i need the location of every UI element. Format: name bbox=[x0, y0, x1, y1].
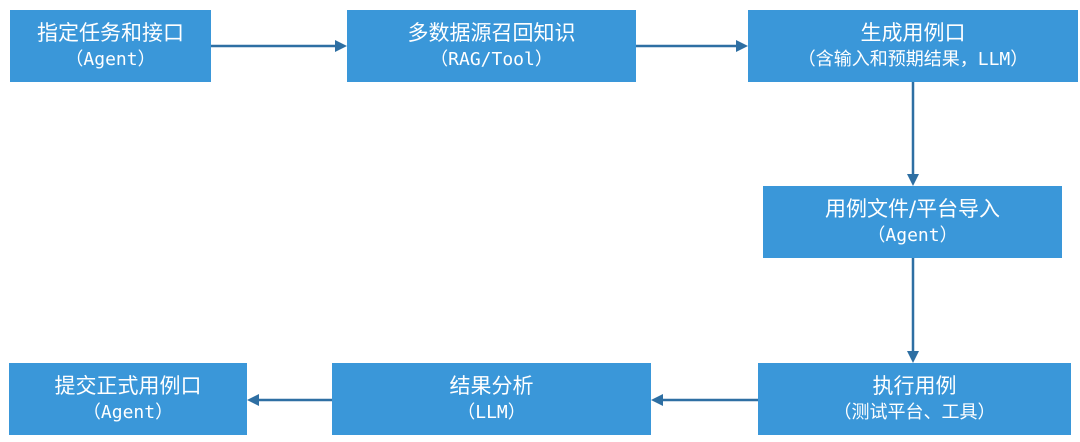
node-generate: 生成用例口 （含输入和预期结果，LLM） bbox=[748, 10, 1078, 82]
node-recall: 多数据源召回知识 （RAG/Tool） bbox=[347, 10, 636, 82]
node-submit-subtitle: （Agent） bbox=[82, 402, 174, 423]
node-task-subtitle: （Agent） bbox=[65, 49, 156, 70]
node-import: 用例文件/平台导入 （Agent） bbox=[763, 186, 1062, 258]
arrow-import-to-execute bbox=[907, 258, 919, 363]
node-execute: 执行用例 （测试平台、工具） bbox=[758, 363, 1071, 435]
arrow-generate-to-import bbox=[907, 82, 919, 186]
node-import-title: 用例文件/平台导入 bbox=[824, 197, 1001, 221]
node-generate-subtitle: （含输入和预期结果，LLM） bbox=[797, 49, 1029, 70]
node-analyze: 结果分析 （LLM） bbox=[332, 363, 651, 435]
node-execute-subtitle: （测试平台、工具） bbox=[833, 402, 996, 423]
arrow-task-to-recall bbox=[211, 40, 347, 52]
node-import-subtitle: （Agent） bbox=[867, 225, 958, 246]
node-analyze-subtitle: （LLM） bbox=[457, 402, 526, 423]
node-task-title: 指定任务和接口 bbox=[37, 21, 184, 45]
node-submit-title: 提交正式用例口 bbox=[54, 374, 202, 398]
node-recall-subtitle: （RAG/Tool） bbox=[430, 49, 553, 70]
node-analyze-title: 结果分析 bbox=[449, 374, 534, 398]
node-execute-title: 执行用例 bbox=[872, 374, 957, 398]
node-submit: 提交正式用例口 （Agent） bbox=[9, 363, 247, 435]
arrow-recall-to-generate bbox=[636, 40, 748, 52]
node-task: 指定任务和接口 （Agent） bbox=[10, 10, 211, 82]
arrow-analyze-to-submit bbox=[247, 394, 332, 406]
node-recall-title: 多数据源召回知识 bbox=[407, 21, 576, 45]
arrow-execute-to-analyze bbox=[651, 394, 758, 406]
node-generate-title: 生成用例口 bbox=[860, 21, 966, 45]
